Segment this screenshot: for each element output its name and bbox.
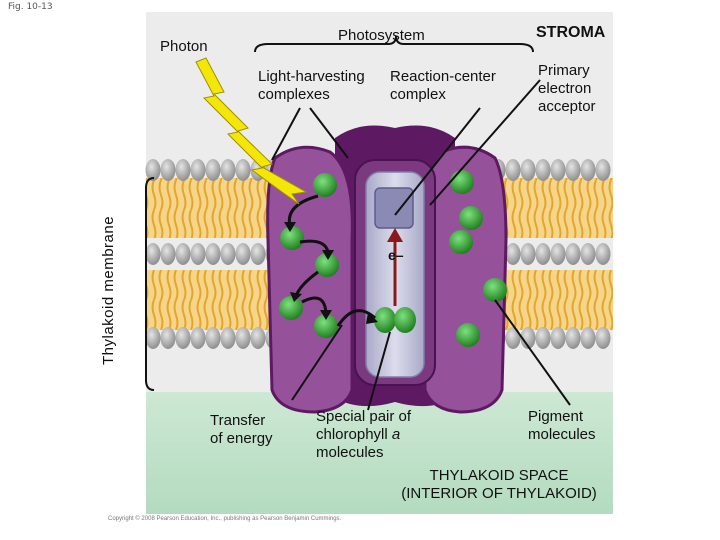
lipid-head: [190, 327, 206, 349]
lipid-head: [235, 159, 251, 181]
pigment-molecules: [279, 170, 507, 347]
lipid-head: [550, 159, 566, 181]
lipid-head: [220, 159, 236, 181]
lipid-head: [505, 327, 521, 349]
lipid-head: [550, 327, 566, 349]
lipid-head: [505, 243, 521, 265]
lipid-head: [250, 243, 266, 265]
lipid-head: [520, 243, 536, 265]
lipid-head: [205, 327, 221, 349]
pigment-molecules-label: Pigment molecules: [528, 408, 596, 443]
lipid-head: [565, 243, 581, 265]
lipid-head: [190, 243, 206, 265]
lipid-head: [160, 327, 176, 349]
stroma-label: STROMA: [536, 24, 606, 41]
lipid-head: [160, 243, 176, 265]
leader-lines: [271, 79, 571, 411]
lipid-head: [520, 159, 536, 181]
primary-acceptor-label: Primary electron acceptor: [538, 62, 596, 115]
arrowheads: [284, 222, 378, 324]
lipid-head: [175, 159, 191, 181]
lipid-head: [235, 327, 251, 349]
lipid-head: [595, 159, 611, 181]
lipid-head: [220, 243, 236, 265]
special-pair-chlorophyll: [374, 307, 396, 333]
thylakoid-space-region: [146, 392, 613, 514]
lipid-head: [580, 159, 596, 181]
electron-label: e–: [388, 247, 404, 263]
lipid-head: [535, 159, 551, 181]
light-harvesting-label: Light-harvesting complexes: [258, 68, 365, 103]
membrane-bracket: [145, 177, 155, 391]
lipid-head: [145, 327, 161, 349]
lipid-head: [205, 159, 221, 181]
lipid-head: [250, 327, 266, 349]
lipid-head: [190, 159, 206, 181]
lipid-head: [145, 243, 161, 265]
reaction-center-label: Reaction-center complex: [390, 68, 496, 103]
lipid-head: [565, 159, 581, 181]
thylakoid-membrane-label: Thylakoid membrane: [100, 215, 117, 365]
lipid-head: [550, 243, 566, 265]
figure-label: Fig. 10-13: [8, 2, 53, 12]
photosystem-bracket: [254, 35, 534, 53]
lipid-head: [175, 243, 191, 265]
lipid-head: [565, 327, 581, 349]
lipid-head: [505, 159, 521, 181]
lipid-head: [205, 243, 221, 265]
photon-label: Photon: [160, 38, 208, 55]
primary-electron-acceptor: [374, 187, 414, 229]
lipid-head: [520, 327, 536, 349]
copyright-text: Copyright © 2008 Pearson Education, Inc.…: [108, 516, 342, 522]
lipid-head: [580, 243, 596, 265]
lipid-head: [595, 327, 611, 349]
transfer-of-energy-label: Transfer of energy: [210, 412, 273, 447]
special-pair-label: Special pair of chlorophyll a molecules: [316, 408, 412, 461]
lipid-head: [145, 159, 161, 181]
lipid-head: [220, 327, 236, 349]
lipid-head: [175, 327, 191, 349]
lipid-head: [160, 159, 176, 181]
lipid-head: [235, 243, 251, 265]
lipid-head: [535, 243, 551, 265]
electron-arrow-icon: [387, 228, 403, 306]
photosystem-complex: [266, 125, 508, 414]
lipid-head: [535, 327, 551, 349]
special-pair-chlorophyll: [394, 307, 416, 333]
lipid-head: [580, 327, 596, 349]
lipid-head: [595, 243, 611, 265]
thylakoid-space-label: THYLAKOID SPACE (INTERIOR OF THYLAKOID): [401, 467, 597, 502]
photosystem-label: Photosystem: [338, 27, 425, 44]
photon-lightning-icon: [195, 57, 308, 205]
